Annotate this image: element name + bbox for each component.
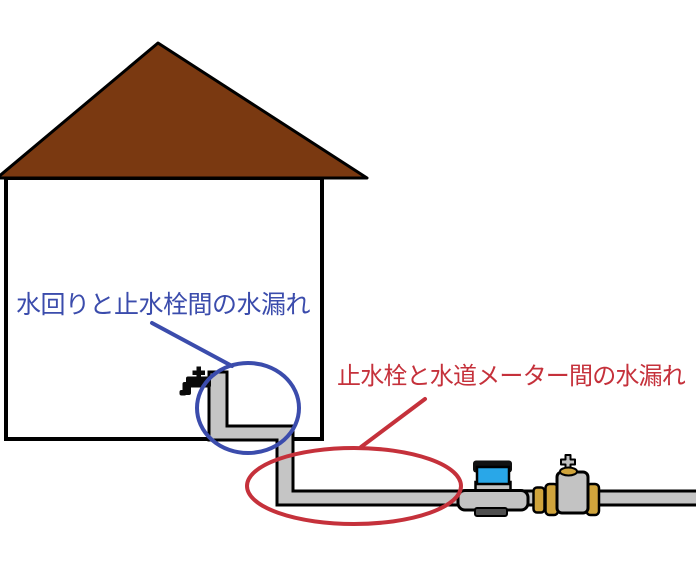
outdoor-leak-pointer bbox=[359, 397, 427, 449]
meter-display bbox=[475, 465, 511, 486]
valve-coupling-nut bbox=[532, 486, 546, 514]
water-meter-icon bbox=[456, 460, 530, 517]
outdoor-leak-label: 止水栓と水道メーター間の水漏れ bbox=[337, 362, 686, 390]
faucet-spout-tip bbox=[179, 390, 187, 396]
house-body bbox=[4, 176, 324, 441]
valve-stem-cap bbox=[559, 466, 578, 477]
faucet-icon bbox=[179, 366, 211, 396]
indoor-leak-circle bbox=[195, 361, 301, 455]
indoor-leak-label: 水回りと止水栓間の水漏れ bbox=[16, 290, 311, 319]
meter-base bbox=[474, 507, 508, 517]
faucet-handle bbox=[192, 366, 205, 379]
valve-body bbox=[555, 470, 590, 515]
indoor-leak-pointer bbox=[150, 321, 234, 368]
water-pipe bbox=[207, 370, 696, 507]
stop-valve-icon bbox=[532, 454, 601, 517]
house-roof bbox=[0, 41, 369, 180]
outdoor-leak-ellipse bbox=[245, 446, 463, 526]
